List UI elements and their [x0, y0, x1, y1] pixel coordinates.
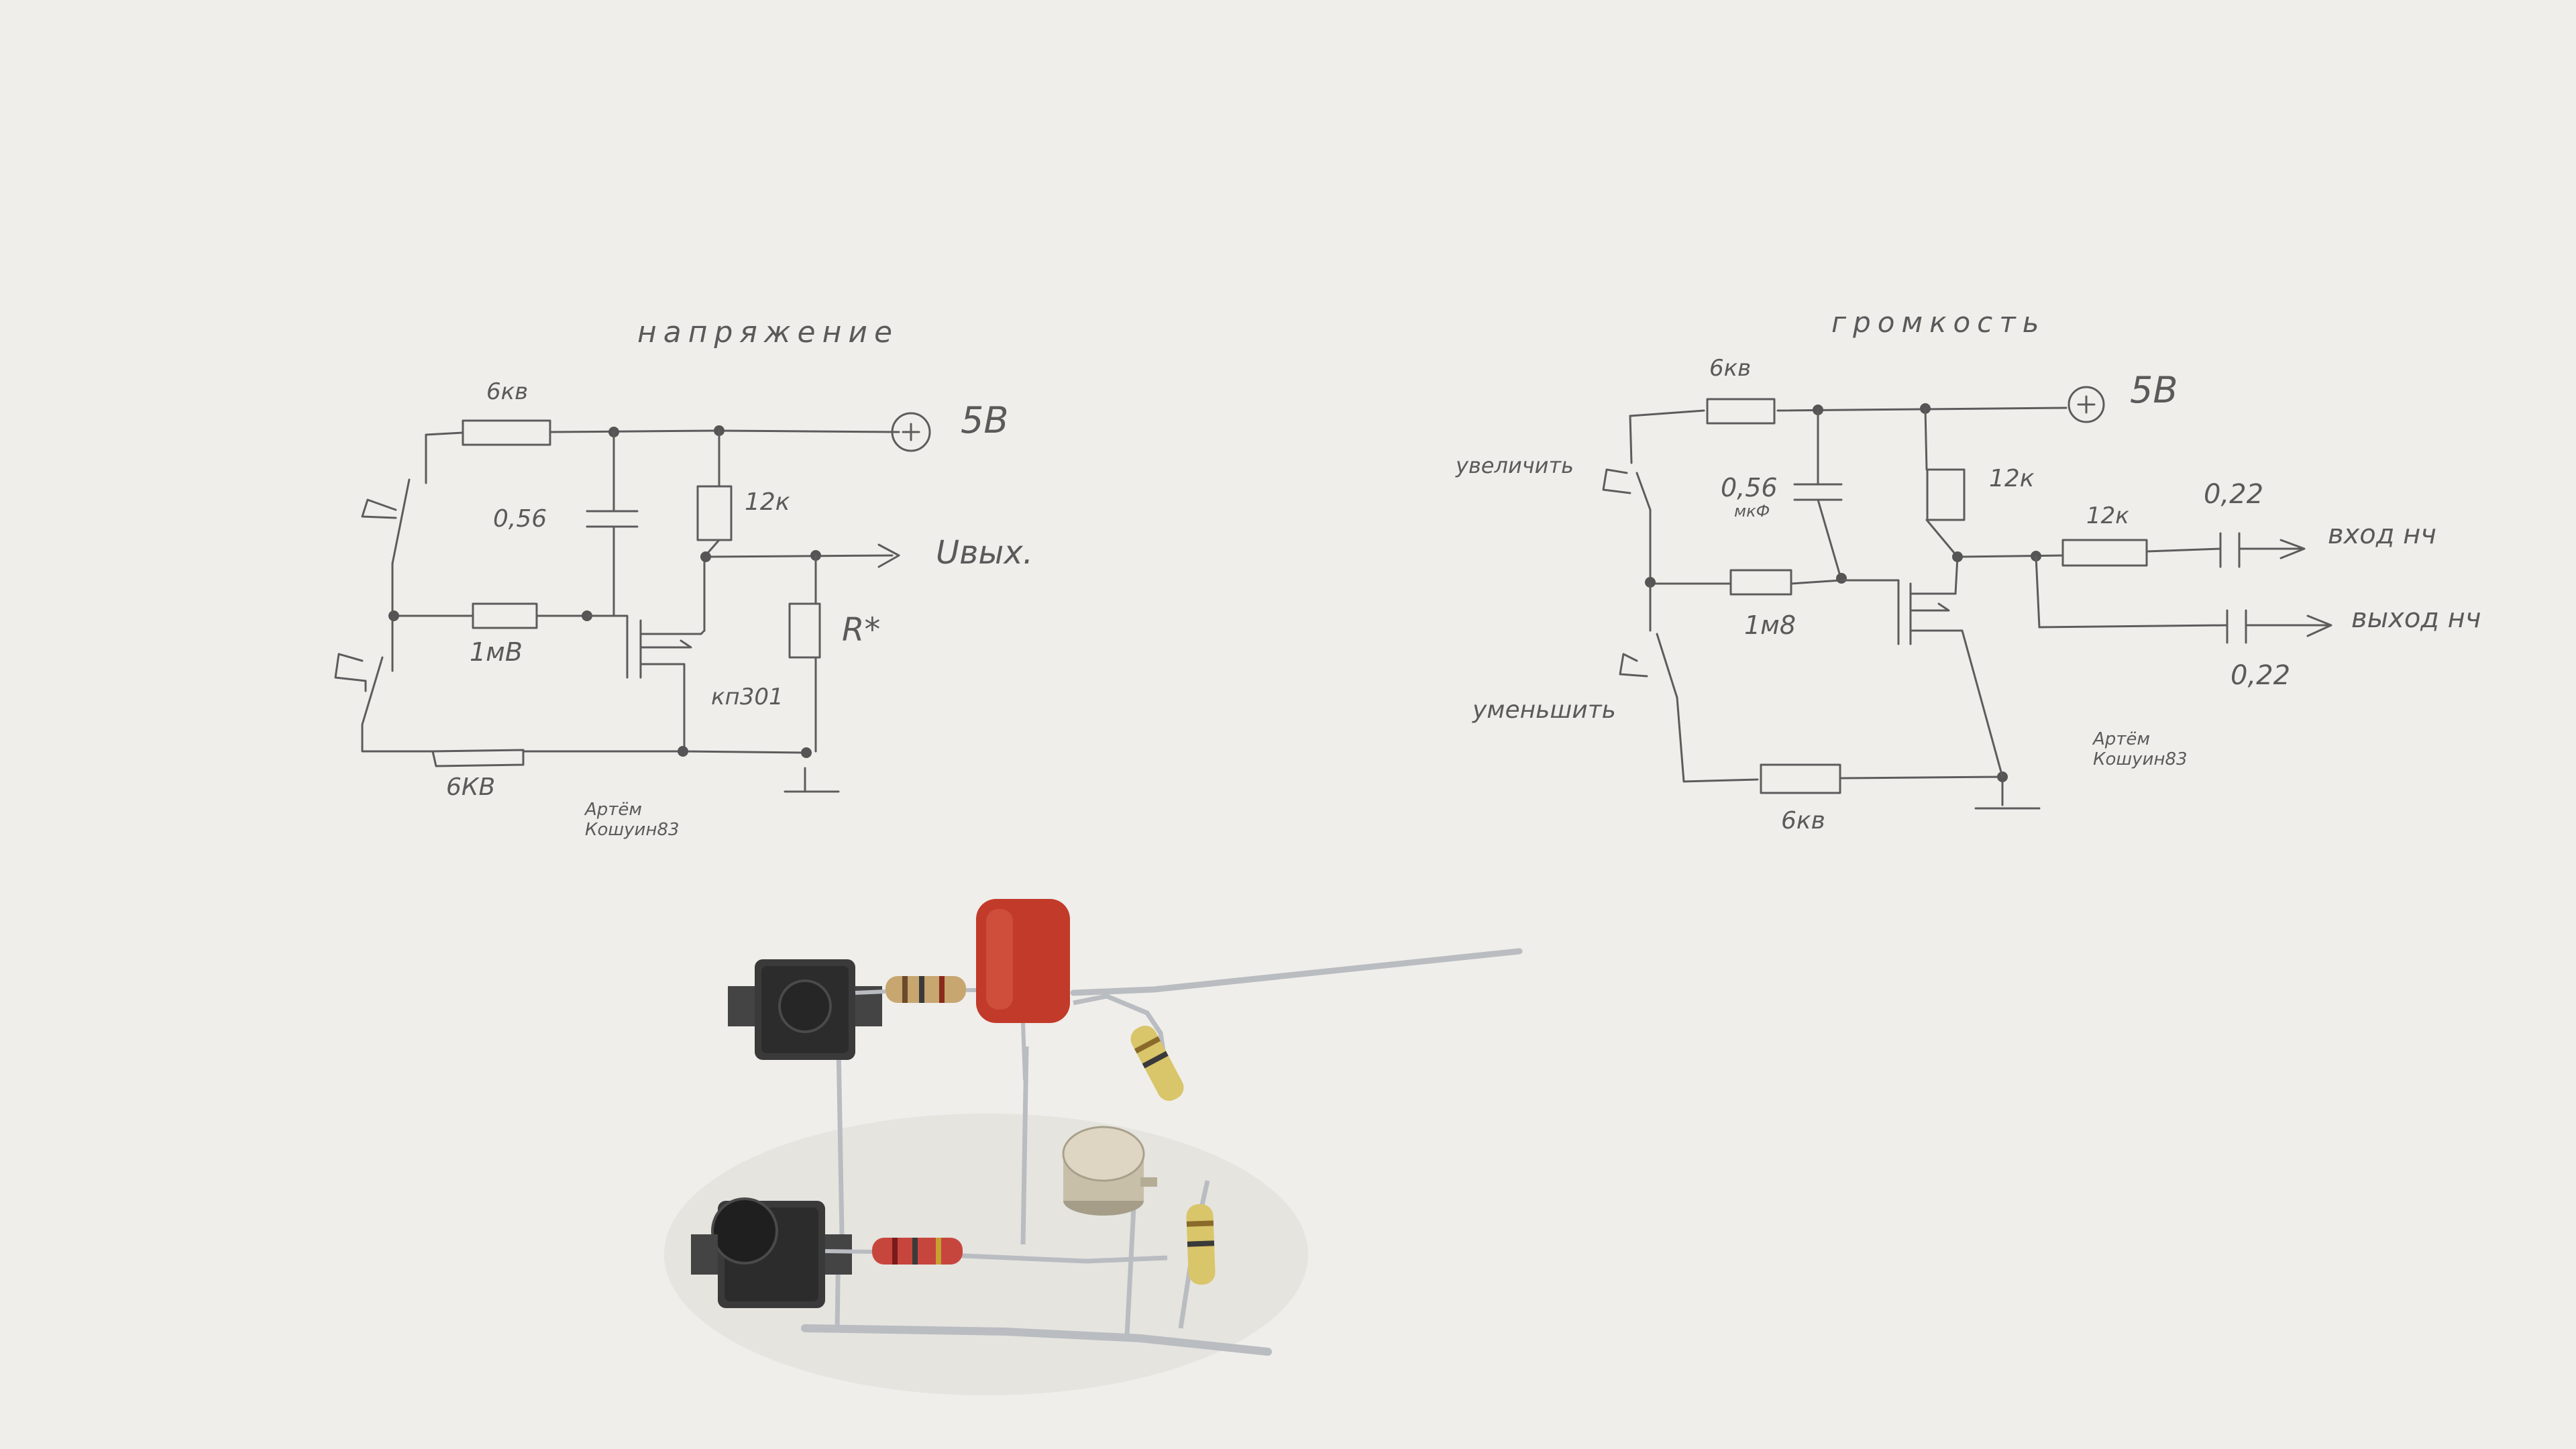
right-resistor-bottom	[1760, 763, 1841, 794]
right-resistor-bottom-label: 6кв	[1781, 807, 1825, 835]
left-author-line1: Артём	[584, 800, 642, 820]
left-resistor-drain	[696, 485, 733, 541]
right-resistor-top-label: 6кв	[1709, 355, 1751, 382]
resistor-yellow-2	[1186, 1203, 1216, 1285]
left-capacitor-label: 0,56	[493, 505, 547, 533]
right-output-label: выход нч	[2351, 603, 2481, 634]
left-load-resistor	[788, 602, 821, 659]
left-supply-terminal	[891, 412, 931, 452]
tactile-switch-top	[728, 959, 882, 1060]
right-button-up-label: увеличить	[1455, 453, 1574, 478]
left-load-label: R*	[842, 611, 880, 649]
left-schematic: напряжение 6кв 5В 1мВ 0,56 12к Uвых.	[334, 315, 1033, 840]
left-resistor-bottom-label: 6КВ	[446, 773, 495, 801]
capacitor-red	[976, 899, 1070, 1081]
left-resistor-top	[462, 419, 551, 446]
right-resistor-drain	[1926, 468, 1966, 521]
right-schematic: громкость 6кв 5В увеличить 1м8 0,56 мкФ …	[1455, 306, 2481, 835]
left-transistor-label: кп301	[711, 684, 784, 710]
right-button-down-label: уменьшить	[1472, 696, 1616, 724]
right-title: громкость	[1831, 306, 2045, 339]
resistor-red	[824, 1238, 963, 1265]
right-resistor-drain-label: 12к	[1989, 465, 2035, 492]
right-author-line1: Артём	[2092, 729, 2150, 749]
left-output-label: Uвых.	[936, 534, 1033, 572]
left-author-line2: Кошуин83	[585, 820, 680, 840]
right-author-line2: Кошуин83	[2093, 749, 2188, 769]
right-resistor-series-label: 12к	[2086, 502, 2129, 529]
left-title: напряжение	[637, 315, 899, 350]
left-resistor-top-label: 6кв	[486, 378, 528, 405]
left-resistor-gate	[472, 602, 538, 629]
right-capacitor-label: 0,56	[1721, 473, 1778, 502]
right-cap-in-label: 0,22	[2204, 479, 2263, 510]
physical-circuit	[664, 899, 1523, 1395]
left-resistor-drain-label: 12к	[745, 488, 790, 516]
right-cap-out-label: 0,22	[2231, 660, 2290, 691]
left-resistor-gate-label: 1мВ	[470, 637, 523, 667]
left-supply-label: 5В	[961, 399, 1008, 441]
right-resistor-series	[2061, 539, 2148, 567]
right-input-label: вход нч	[2328, 519, 2436, 550]
right-resistor-gate-label: 1м8	[1744, 610, 1796, 640]
resistor-tan	[855, 976, 979, 1003]
transistor-metal-can	[1062, 1126, 1157, 1216]
right-resistor-top	[1706, 398, 1776, 425]
right-resistor-gate	[1729, 569, 1792, 596]
right-supply-label: 5В	[2130, 369, 2178, 411]
wire-top-lead	[1070, 948, 1523, 996]
tactile-switch-bottom	[691, 1197, 852, 1308]
resistor-yellow-1	[1130, 1025, 1184, 1102]
right-supply-terminal	[2068, 386, 2105, 423]
wire-ground-rail	[801, 1324, 1272, 1356]
right-capacitor-unit: мкФ	[1734, 502, 1770, 521]
